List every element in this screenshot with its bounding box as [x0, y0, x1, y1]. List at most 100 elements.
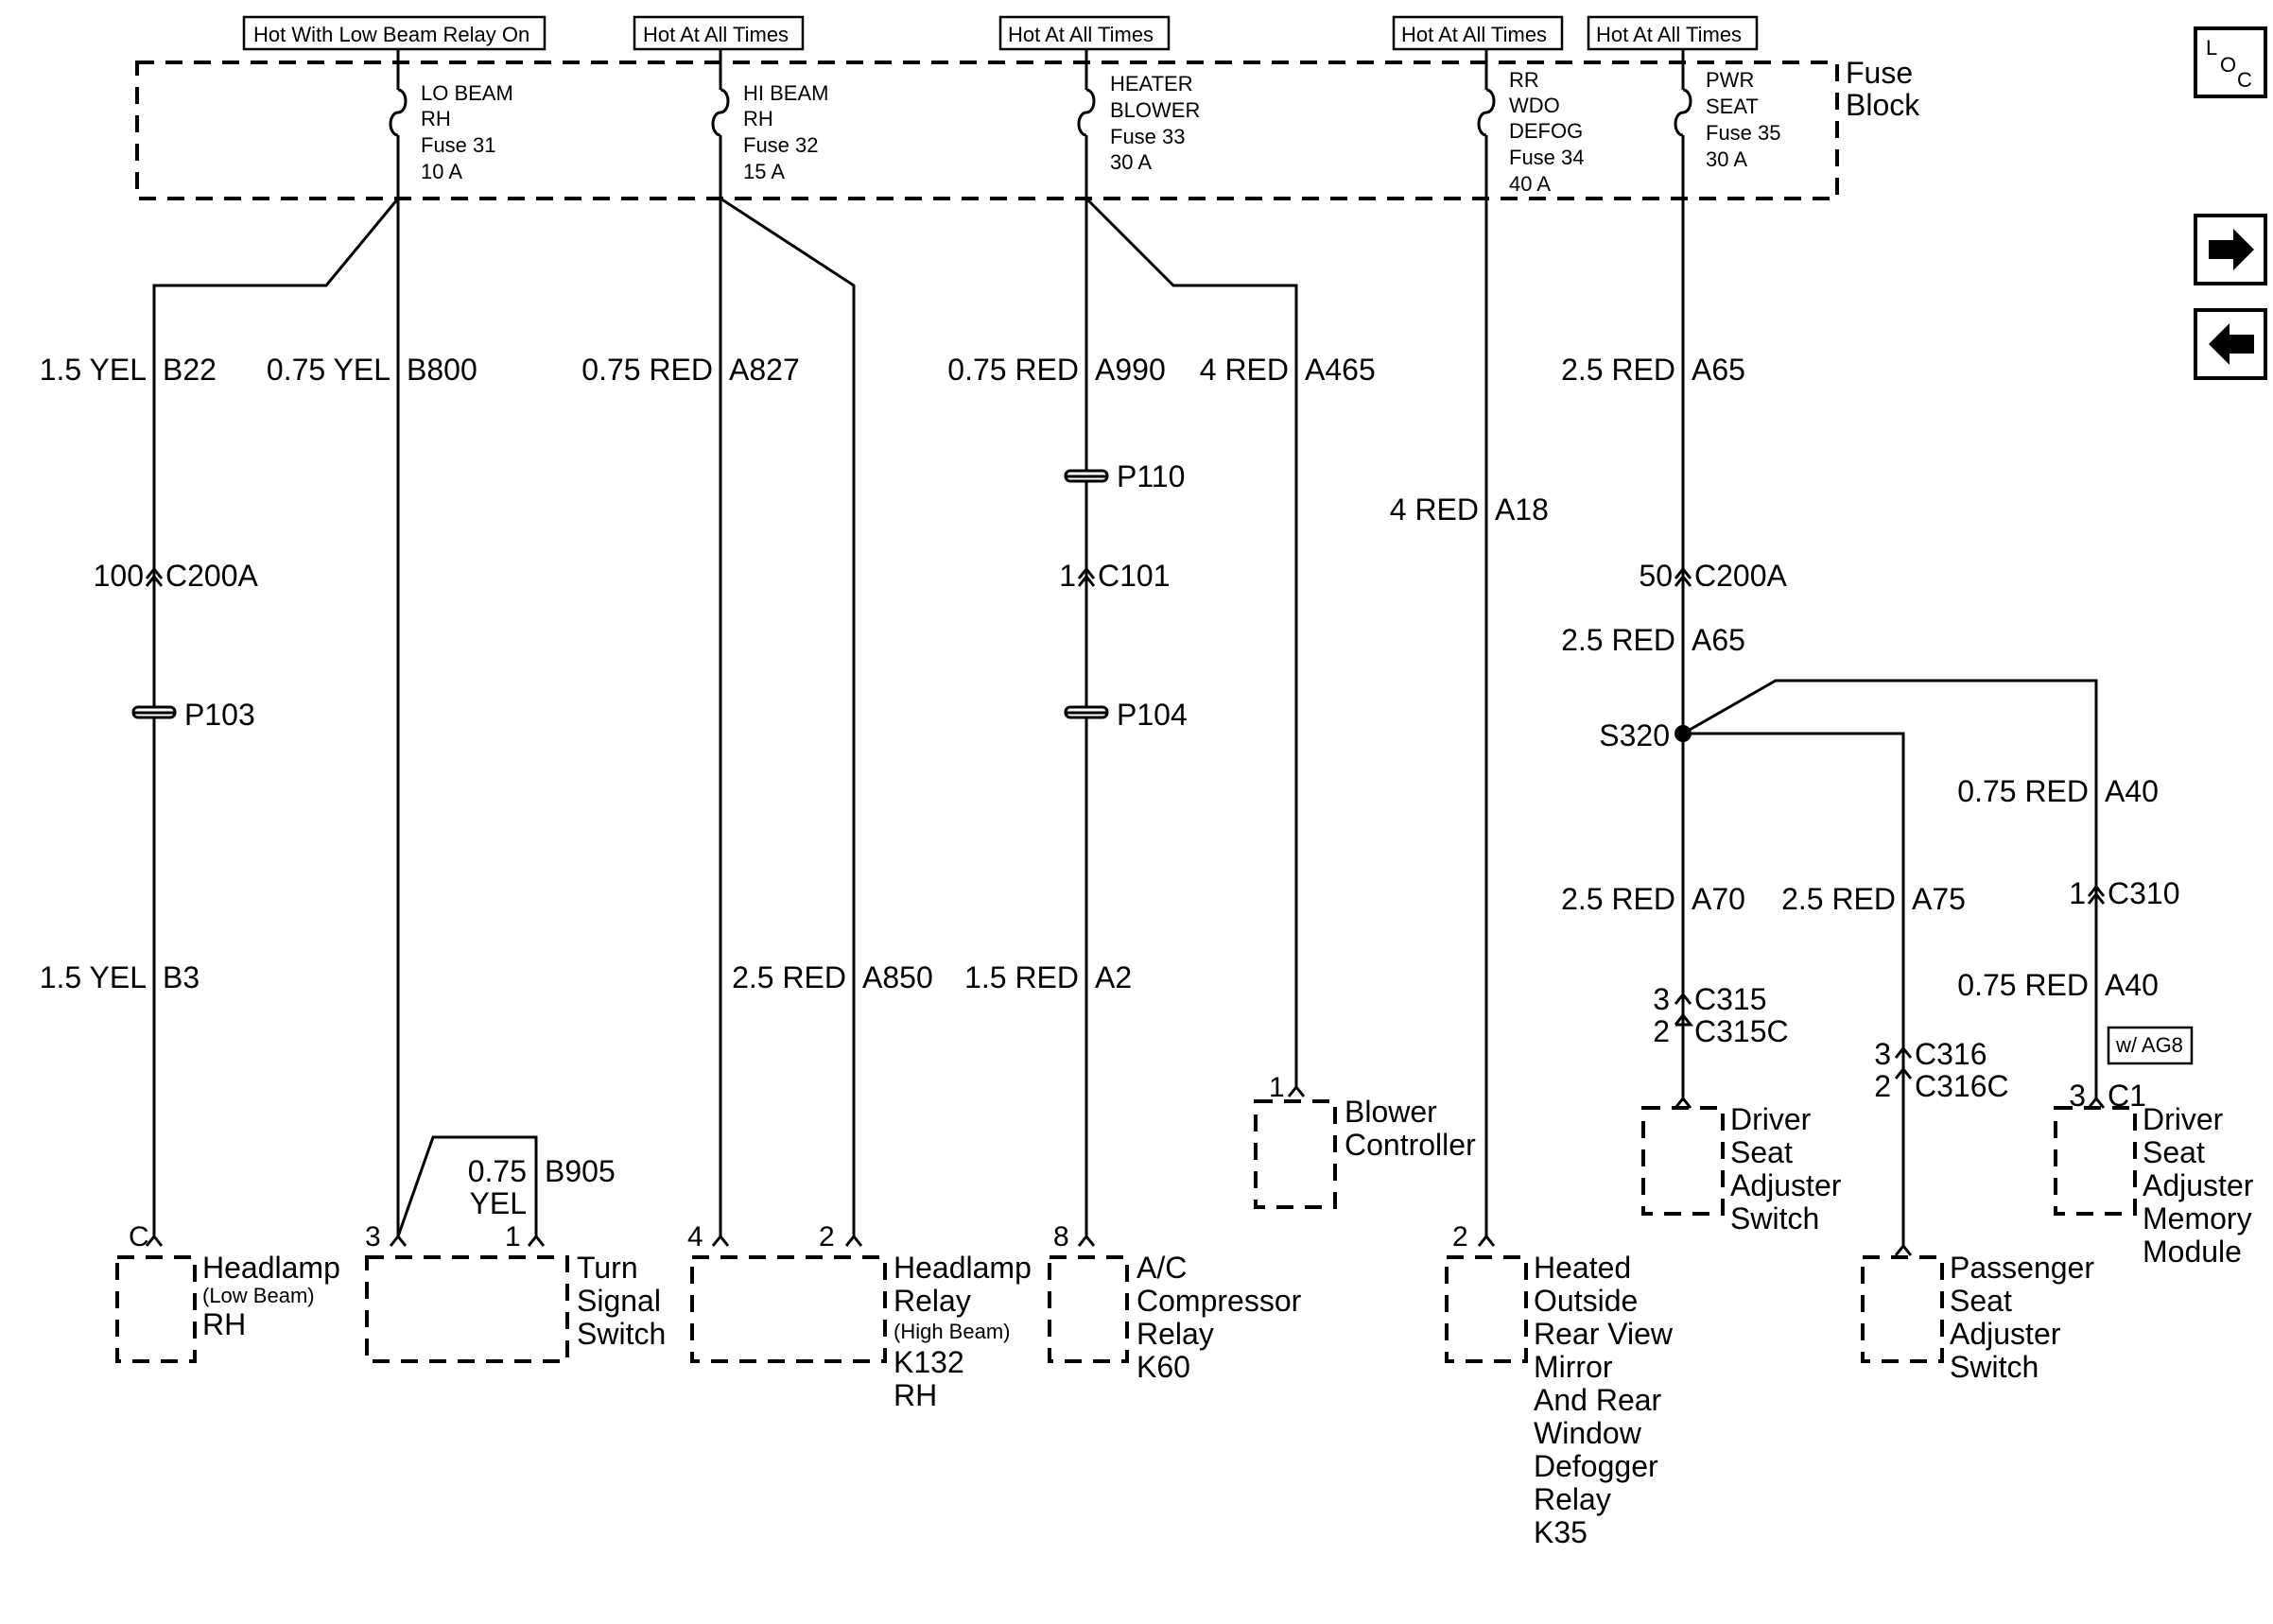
- driver-seat-label: Seat: [1730, 1135, 1793, 1169]
- svg-text:Fuse 34: Fuse 34: [1509, 146, 1585, 169]
- wire-b800-size: 0.75 YEL: [267, 353, 390, 387]
- svg-text:HI BEAM: HI BEAM: [743, 81, 828, 105]
- ac-relay-pin: 8: [1053, 1221, 1069, 1253]
- wire-a827-circuit: A827: [729, 353, 800, 387]
- defog-relay-label: Defogger: [1534, 1449, 1658, 1483]
- headlamp-relay-label: RH: [894, 1378, 937, 1412]
- wire-a40-size: 0.75 RED: [1957, 968, 2089, 1002]
- wire-a75-circuit: A75: [1912, 882, 1966, 916]
- right-arrow-icon[interactable]: [2194, 214, 2267, 285]
- headlamp-box: [115, 1255, 197, 1363]
- fuse-31-label: LO BEAM RH Fuse 31 10 A: [421, 81, 513, 183]
- wire-a2-circuit: A2: [1095, 960, 1132, 994]
- connector-c315-name: C315: [1694, 982, 1767, 1016]
- headlamp-pin: C: [129, 1221, 149, 1253]
- defog-relay-pin: 2: [1452, 1221, 1468, 1253]
- connector-c316c-name: C316C: [1915, 1069, 2009, 1103]
- svg-text:Fuse 31: Fuse 31: [421, 133, 496, 157]
- turn-signal-label: Signal: [577, 1284, 661, 1318]
- blower-label: Controller: [1345, 1128, 1476, 1162]
- svg-text:RH: RH: [743, 107, 773, 130]
- wire-a18-size: 4 RED: [1390, 492, 1479, 527]
- svg-text:40 A: 40 A: [1509, 172, 1551, 196]
- driver-seat-label: Adjuster: [1730, 1168, 1842, 1202]
- wire-b22-circuit: B22: [163, 353, 217, 387]
- terminal-marks: [145, 1084, 2106, 1256]
- left-arrow-icon[interactable]: [2194, 308, 2267, 380]
- wire-a65-circuit: A65: [1692, 623, 1745, 657]
- supply-headers: Hot With Low Beam Relay On Hot At All Ti…: [242, 15, 1759, 51]
- connector-c200a-name: C200A: [165, 559, 259, 593]
- turn-signal-pin: 1: [505, 1221, 521, 1253]
- passenger-seat-label: Passenger: [1950, 1251, 2094, 1285]
- svg-text:RR: RR: [1509, 68, 1539, 92]
- connector-c200a-pin: 50: [1639, 559, 1673, 593]
- headlamp-label: (Low Beam): [202, 1284, 315, 1307]
- wire-b3-size: 1.5 YEL: [40, 960, 147, 994]
- loc-button[interactable]: L O C: [2194, 26, 2267, 98]
- svg-text:LO BEAM: LO BEAM: [421, 81, 513, 105]
- passthrough-p110: P110: [1117, 459, 1185, 493]
- connector-c316-pin: 3: [1874, 1037, 1891, 1071]
- turn-signal-label: Turn: [577, 1251, 638, 1285]
- svg-text:C: C: [2237, 68, 2252, 92]
- defog-relay-label: K35: [1534, 1515, 1588, 1549]
- driver-seat-label: Switch: [1730, 1201, 1819, 1235]
- header-lo-beam: Hot With Low Beam Relay On: [253, 23, 529, 46]
- wire-b3-circuit: B3: [163, 960, 200, 994]
- wire-a65-size: 2.5 RED: [1561, 353, 1675, 387]
- svg-text:Fuse 33: Fuse 33: [1110, 125, 1186, 148]
- connector-c315c-pin: 2: [1653, 1014, 1670, 1048]
- ac-relay-label: Compressor: [1136, 1284, 1302, 1318]
- connector-c316c-pin: 2: [1874, 1069, 1891, 1103]
- connector-c101-pin: 1: [1059, 559, 1076, 593]
- header-hi-beam: Hot At All Times: [643, 23, 789, 46]
- passthrough-p104: P104: [1117, 698, 1188, 732]
- passenger-seat-switch-box: [1861, 1255, 1944, 1363]
- fuse-32-label: HI BEAM RH Fuse 32 15 A: [743, 81, 828, 183]
- defog-relay-label: Mirror: [1534, 1350, 1613, 1384]
- svg-text:SEAT: SEAT: [1706, 95, 1759, 118]
- ac-relay-label: Relay: [1136, 1317, 1214, 1351]
- ac-relay-box: [1048, 1255, 1129, 1363]
- defog-relay-label: And Rear: [1534, 1383, 1662, 1417]
- wire-a827-size: 0.75 RED: [581, 353, 713, 387]
- svg-text:Fuse 32: Fuse 32: [743, 133, 819, 157]
- fuse-33-label: HEATER BLOWER Fuse 33 30 A: [1110, 72, 1200, 174]
- blower-controller-box: [1254, 1099, 1337, 1209]
- turn-signal-label: Switch: [577, 1317, 666, 1351]
- wire-a465-circuit: A465: [1305, 353, 1376, 387]
- connector-c1-pin: 3: [2069, 1079, 2086, 1113]
- fuse-35-label: PWR SEAT Fuse 35 30 A: [1706, 68, 1781, 171]
- headlamp-relay-pin: 2: [819, 1221, 835, 1253]
- svg-text:HEATER: HEATER: [1110, 72, 1193, 95]
- wire-a70-size: 2.5 RED: [1561, 882, 1675, 916]
- fuse-34-label: RR WDO DEFOG Fuse 34 40 A: [1509, 68, 1585, 196]
- wire-b22-size: 1.5 YEL: [40, 353, 147, 387]
- svg-text:30 A: 30 A: [1706, 147, 1747, 171]
- headlamp-relay-label: Relay: [894, 1284, 971, 1318]
- memory-module-label: Adjuster: [2143, 1168, 2254, 1202]
- wire-a990-size: 0.75 RED: [947, 353, 1079, 387]
- wire-b800-circuit: B800: [407, 353, 477, 387]
- connector-c200a-name: C200A: [1694, 559, 1788, 593]
- svg-text:RH: RH: [421, 107, 451, 130]
- inline-connector-marks: [145, 566, 2106, 1080]
- splice-s320-label: S320: [1599, 718, 1670, 752]
- svg-text:30 A: 30 A: [1110, 150, 1152, 174]
- turn-signal-switch-box: [365, 1255, 569, 1363]
- connector-c200a-pin: 100: [94, 559, 144, 593]
- header-heater: Hot At All Times: [1008, 23, 1154, 46]
- defog-relay-label: Relay: [1534, 1482, 1611, 1516]
- wire-a70-circuit: A70: [1692, 882, 1745, 916]
- headlamp-relay-label: K132: [894, 1345, 964, 1379]
- memory-module-label: Module: [2143, 1235, 2242, 1269]
- connector-c101-name: C101: [1098, 559, 1171, 593]
- svg-text:L: L: [2206, 36, 2217, 60]
- wire-b905-circuit: B905: [545, 1154, 616, 1188]
- memory-module-box: [2054, 1106, 2137, 1216]
- svg-text:10 A: 10 A: [421, 160, 462, 183]
- wire-b905-size: 0.75: [468, 1154, 527, 1188]
- defog-relay-box: [1445, 1255, 1528, 1363]
- svg-text:BLOWER: BLOWER: [1110, 98, 1200, 122]
